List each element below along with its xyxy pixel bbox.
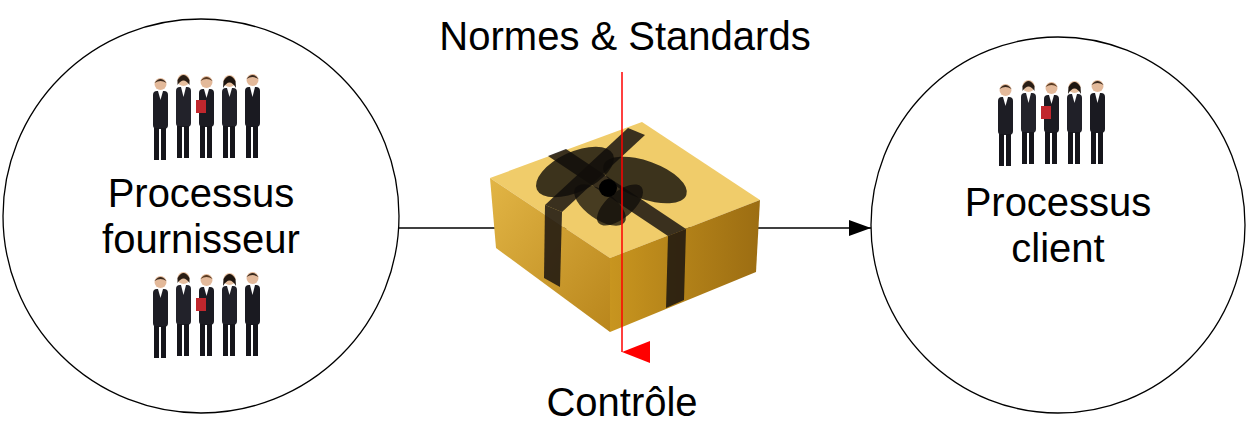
gift-box xyxy=(490,122,760,332)
circle-shape xyxy=(871,37,1245,413)
annotation-label: Contrôle xyxy=(546,382,697,422)
process-name: Processus client xyxy=(933,179,1183,271)
people-photo xyxy=(153,74,260,160)
annotation-label: Normes & Standards xyxy=(439,16,810,56)
people-photo xyxy=(153,272,260,358)
process-circle: Processus client xyxy=(870,36,1246,414)
text-holder: Processus client xyxy=(933,179,1183,271)
circle-shape xyxy=(3,19,399,413)
process-name: Processus fournisseur xyxy=(76,170,326,262)
process-circle: Processus fournisseur xyxy=(2,18,400,414)
control-arrow xyxy=(621,72,623,352)
text-holder: Processus fournisseur xyxy=(76,170,326,262)
circle-outline xyxy=(2,18,400,414)
circle-outline xyxy=(870,36,1246,414)
people-photo xyxy=(998,80,1105,166)
